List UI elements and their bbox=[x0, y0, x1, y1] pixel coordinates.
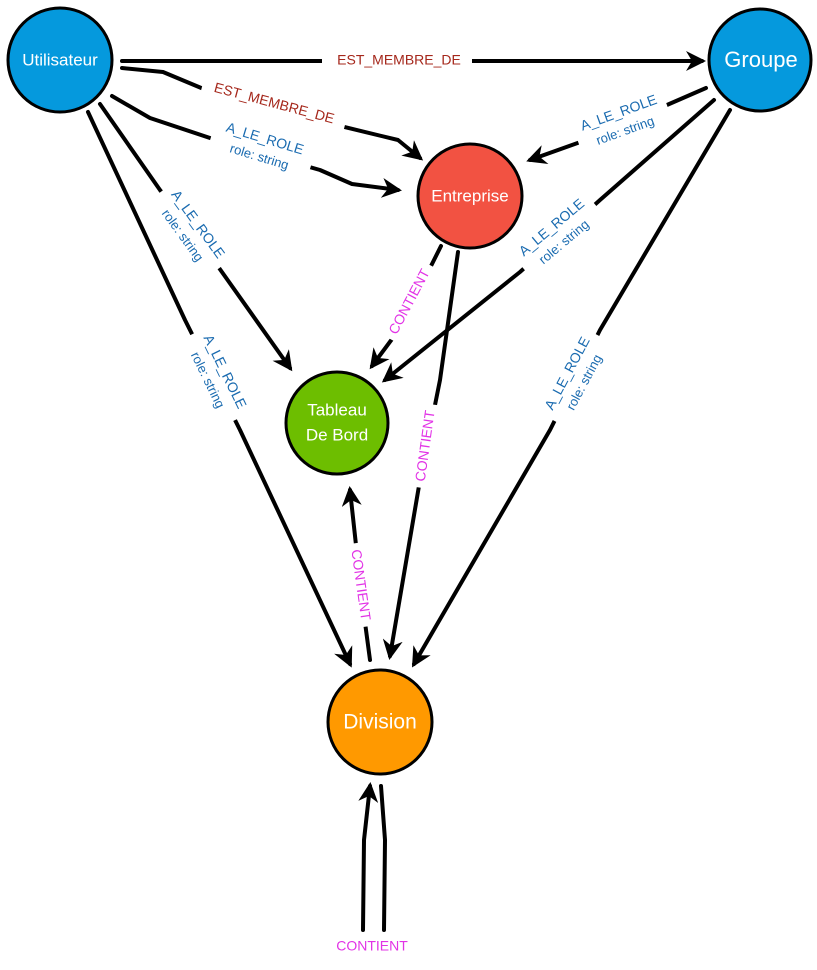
node-label: Groupe bbox=[724, 47, 797, 72]
node-tableau-de-bord[interactable]: Tableau De Bord bbox=[284, 370, 390, 476]
node-utilisateur[interactable]: Utilisateur bbox=[6, 6, 114, 114]
node-entreprise[interactable]: Entreprise bbox=[416, 142, 524, 250]
edge-division-self-contains: CONTIENT bbox=[326, 782, 418, 958]
node-label-line1: Tableau bbox=[307, 400, 367, 419]
node-groupe[interactable]: Groupe bbox=[707, 7, 813, 113]
edge-label: CONTIENT bbox=[385, 266, 433, 337]
node-division[interactable]: Division bbox=[326, 668, 434, 776]
edge-enterprise-dashboard-contains: CONTIENT bbox=[369, 244, 443, 370]
edge-group-dashboard-role: A_LE_ROLE role: string bbox=[381, 98, 716, 383]
node-label: Division bbox=[343, 711, 417, 734]
edge-division-dashboard-contains: CONTIENT bbox=[341, 486, 376, 662]
edge-label: CONTIENT bbox=[336, 938, 408, 954]
edge-label: EST_MEMBRE_DE bbox=[337, 52, 461, 68]
node-label: Utilisateur bbox=[22, 50, 98, 69]
node-label: Entreprise bbox=[431, 186, 508, 205]
edge-user-group-member: EST_MEMBRE_DE bbox=[120, 51, 706, 71]
node-label-line2: De Bord bbox=[306, 425, 368, 444]
edge-group-enterprise-role: A_LE_ROLE role: string bbox=[526, 86, 708, 165]
